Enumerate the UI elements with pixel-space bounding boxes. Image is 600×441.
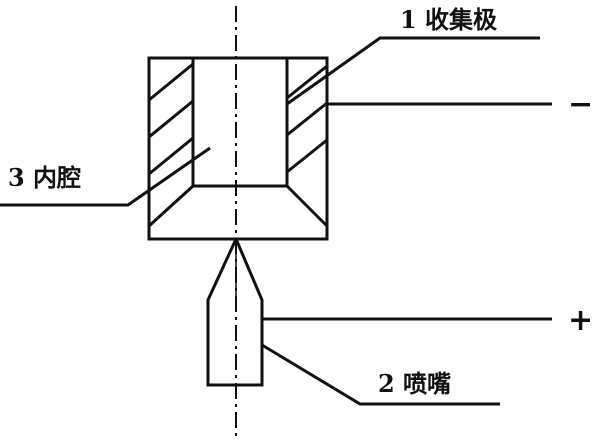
collector-electrode [147,56,329,241]
collector-right-hatching [286,64,328,174]
positive-terminal-label: + [568,303,593,338]
leader-lines [0,36,552,406]
negative-terminal-label: − [568,87,593,122]
cavity-leader [0,146,211,207]
cavity-label: 3 内腔 [8,163,81,192]
nozzle [206,238,264,387]
collector-left-hatching [148,62,194,176]
nozzle-leader [261,343,500,406]
nozzle-label: 2 喷嘴 [378,369,451,398]
collector-label: 1 收集极 [400,5,497,34]
collector-outer-outline [147,56,329,241]
collector-leader [286,36,540,106]
